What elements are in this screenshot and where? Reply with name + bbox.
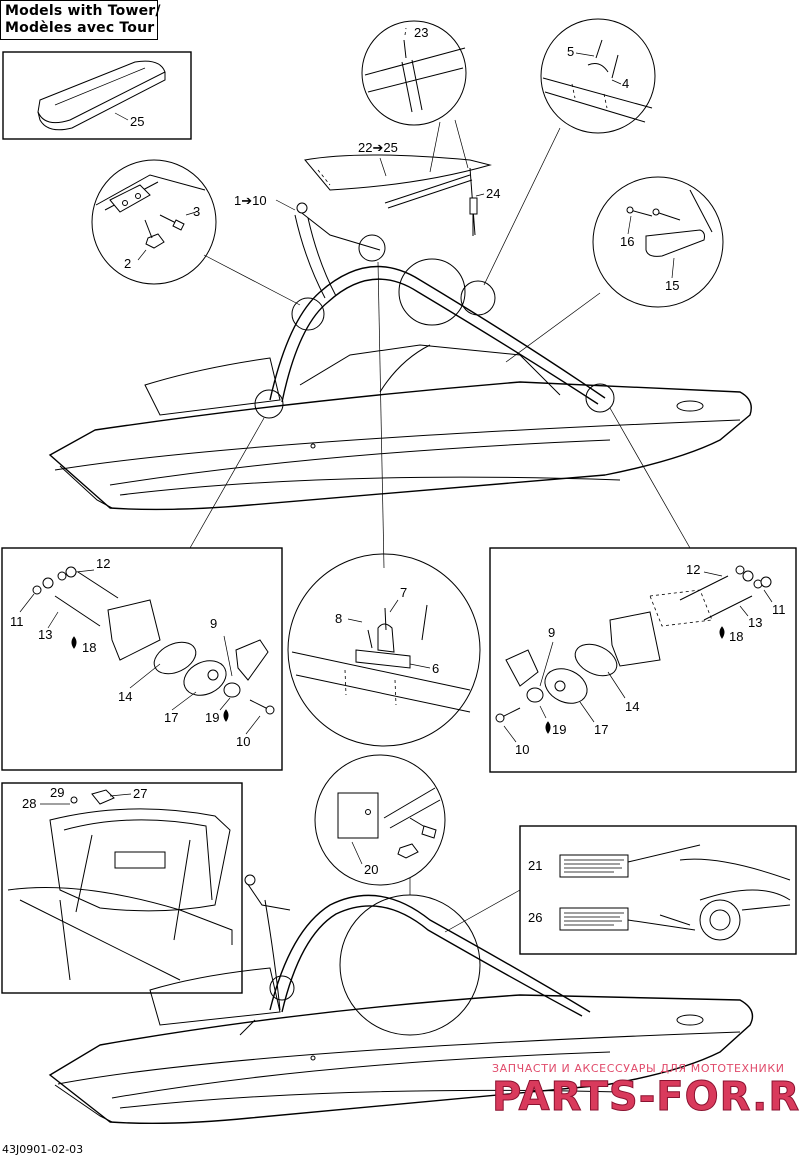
- right-callout-13: 13: [748, 615, 762, 630]
- detail-circle-6-7-8: [287, 553, 481, 747]
- storage-callout-29: 29: [50, 785, 64, 800]
- tower-clip-4-5-drawing: [542, 39, 653, 123]
- watermark: ЗАПЧАСТИ И АКСЕССУАРЫ ДЛЯ МОТОТЕХНИКИ PA…: [492, 1062, 800, 1120]
- cushion-detail-box: [2, 51, 192, 140]
- title-line-2: Modèles avec Tour: [5, 20, 155, 36]
- callout-21: 21: [528, 858, 542, 873]
- tower-joint-circle-2: [291, 297, 325, 331]
- center-callout-8: 8: [335, 611, 342, 626]
- left-callout-11: 11: [10, 614, 24, 629]
- center-callout-6: 6: [432, 661, 439, 676]
- right-callout-17: 17: [594, 722, 608, 737]
- detail-circle-23: [361, 20, 467, 126]
- tower-joint-circle-6: [585, 383, 615, 413]
- callout-20: 20: [364, 862, 378, 877]
- callout-1-10: 1➔10: [234, 193, 267, 208]
- left-callout-12: 12: [96, 556, 110, 571]
- right-hardware-drawing: [495, 565, 772, 723]
- callout-5: 5: [567, 44, 574, 59]
- detail-circle-bolts-2-3: [91, 159, 217, 285]
- tower-mount-6-7-8-drawing: [291, 604, 471, 713]
- left-callout-10: 10: [236, 734, 250, 749]
- left-callout-9: 9: [210, 616, 217, 631]
- bracket-2-3-drawing: [95, 174, 206, 249]
- callout-26: 26: [528, 910, 542, 925]
- right-callout-19: 19: [552, 722, 566, 737]
- callout-16: 16: [620, 234, 634, 249]
- tower-arm-drawing: [304, 154, 492, 236]
- left-callout-19: 19: [205, 710, 219, 725]
- left-hardware-panel: [1, 547, 283, 771]
- right-callout-9: 9: [548, 625, 555, 640]
- tower-joint-circle-4: [460, 280, 496, 316]
- tower-cushion-drawing: [37, 60, 166, 131]
- right-callout-18: 18: [729, 629, 743, 644]
- tower-joint-circle-5: [254, 389, 284, 419]
- tower-joint-circle-3: [398, 258, 466, 326]
- storage-detail-panel: [1, 782, 243, 994]
- storage-callout-27: 27: [133, 786, 147, 801]
- right-callout-10: 10: [515, 742, 529, 757]
- tower-top-23-drawing: [364, 27, 466, 113]
- tower-mirror-15-16-drawing: [626, 189, 713, 257]
- boat-top-drawing: [48, 344, 752, 511]
- callout-2: 2: [124, 256, 131, 271]
- right-hardware-panel: [489, 547, 797, 773]
- callout-25-top: 25: [130, 114, 144, 129]
- watermark-top-line: ЗАПЧАСТИ И АКСЕССУАРЫ ДЛЯ МОТОТЕХНИКИ: [492, 1062, 785, 1075]
- reference-code: 43J0901-02-03: [2, 1143, 84, 1156]
- seat-detail-circle: [339, 894, 481, 1036]
- callout-24: 24: [486, 186, 500, 201]
- bracket-20-drawing: [337, 787, 441, 859]
- callout-22-25: 22➔25: [358, 140, 398, 155]
- left-callout-13: 13: [38, 627, 52, 642]
- storage-callout-28: 28: [22, 796, 36, 811]
- tower-joint-circle-1: [358, 234, 386, 262]
- right-callout-11: 11: [772, 602, 786, 617]
- right-callout-14: 14: [625, 699, 639, 714]
- detail-circle-20: [314, 754, 446, 886]
- left-callout-14: 14: [118, 689, 132, 704]
- callout-3: 3: [193, 204, 200, 219]
- center-callout-7: 7: [400, 585, 407, 600]
- boat-bottom-drawing: [48, 874, 754, 1125]
- left-hardware-drawing: [32, 566, 275, 715]
- warning-labels-drawing: [559, 844, 791, 941]
- left-callout-18: 18: [82, 640, 96, 655]
- tower-structure-drawing: [269, 202, 606, 405]
- right-callout-12: 12: [686, 562, 700, 577]
- title-box: Models with Tower/ Modèles avec Tour: [0, 0, 161, 40]
- detail-circle-15-16: [592, 176, 724, 308]
- callout-15: 15: [665, 278, 679, 293]
- callout-23: 23: [414, 25, 428, 40]
- left-callout-17: 17: [164, 710, 178, 725]
- storage-compartment-drawing: [7, 789, 233, 981]
- detail-circle-4-5: [540, 18, 656, 134]
- watermark-main: PARTS-FOR.RU: [492, 1074, 800, 1120]
- title-line-1: Models with Tower/: [5, 3, 161, 19]
- callout-4: 4: [622, 76, 629, 91]
